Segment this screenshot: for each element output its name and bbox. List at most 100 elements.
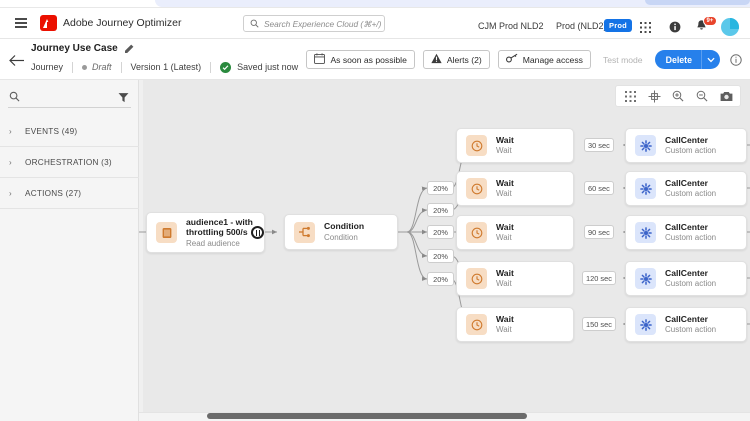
sidebar-item-actions[interactable]: › ACTIONS (27) <box>0 178 139 209</box>
manage-access-label: Manage access <box>522 54 583 65</box>
filter-icon[interactable] <box>118 90 129 108</box>
screenshot-camera-icon[interactable] <box>714 86 738 106</box>
custom-action-icon <box>635 222 656 243</box>
node-wait[interactable]: Wait Wait <box>456 171 574 206</box>
node-condition[interactable]: Condition Condition <box>284 214 398 250</box>
node-title: Wait <box>496 267 514 278</box>
node-text: Wait Wait <box>496 222 514 244</box>
journey-canvas[interactable]: audience1 - with throttling 500/s Read a… <box>139 80 750 421</box>
node-wait[interactable]: Wait Wait <box>456 215 574 250</box>
sidebar-item-events[interactable]: › EVENTS (49) <box>0 116 139 147</box>
branch-percent-label: 20% <box>427 249 454 263</box>
node-title: audience1 - with throttling 500/s <box>186 216 253 238</box>
node-title: Wait <box>496 134 514 145</box>
journey-type: Journey <box>31 62 64 72</box>
clock-icon <box>466 178 487 199</box>
node-subtitle: Read audience <box>186 238 240 248</box>
canvas-left-edge <box>139 80 143 421</box>
journey-version: Version 1 (Latest) <box>130 62 202 72</box>
env-chip: Prod <box>604 19 632 32</box>
node-subtitle: Custom action <box>665 146 717 156</box>
delete-button[interactable]: Delete <box>654 50 701 69</box>
meta-divider <box>120 61 122 73</box>
pencil-edit-icon[interactable] <box>124 44 134 54</box>
sidebar-item-orchestration[interactable]: › ORCHESTRATION (3) <box>0 147 139 178</box>
search-icon <box>250 15 259 33</box>
wait-duration-label: 90 sec <box>584 225 614 239</box>
browser-chrome-divider <box>0 7 750 8</box>
test-mode-label: Test mode <box>602 54 643 65</box>
clock-icon <box>466 314 487 335</box>
node-title: CallCenter <box>665 134 708 145</box>
zoom-in-icon[interactable] <box>666 86 690 106</box>
node-custom-action[interactable]: CallCenter Custom action <box>625 307 747 342</box>
sandbox-selector[interactable]: Prod (NLD2) <box>556 21 607 31</box>
search-input[interactable]: Search Experience Cloud (⌘+/) <box>243 15 385 32</box>
search-placeholder: Search Experience Cloud (⌘+/) <box>264 18 382 29</box>
wait-duration-label: 30 sec <box>584 138 614 152</box>
node-text: CallCenter Custom action <box>665 222 716 244</box>
user-avatar[interactable] <box>721 18 739 36</box>
back-arrow-icon[interactable] <box>8 51 26 69</box>
node-custom-action[interactable]: CallCenter Custom action <box>625 128 747 163</box>
search-icon <box>9 89 20 107</box>
chevron-right-icon: › <box>9 157 12 167</box>
node-wait[interactable]: Wait Wait <box>456 307 574 342</box>
fit-to-screen-crosshair-icon[interactable] <box>642 86 666 106</box>
manage-access-button[interactable]: Manage access <box>497 50 591 69</box>
journey-actions: As soon as possible Alerts (2) Manage ac… <box>306 50 742 69</box>
canvas-toolbar <box>615 85 741 107</box>
canvas-horizontal-scrollbar[interactable] <box>139 412 750 421</box>
node-title: Wait <box>496 313 514 324</box>
browser-chrome-remnant-right <box>645 0 750 5</box>
notifications-bell-icon[interactable]: 9+ <box>695 16 717 37</box>
node-title: CallCenter <box>665 177 708 188</box>
activity-palette: › EVENTS (49) › ORCHESTRATION (3) › ACTI… <box>0 80 139 421</box>
saved-check-icon <box>220 61 232 73</box>
chevron-right-icon: › <box>9 126 12 136</box>
apps-grid-icon[interactable] <box>640 20 651 38</box>
page-title: Journey Use Case <box>31 43 118 54</box>
info-circle-icon[interactable] <box>730 53 742 66</box>
help-icon[interactable] <box>669 20 681 38</box>
node-subtitle: Condition <box>324 232 358 242</box>
throttling-icon <box>251 226 264 239</box>
zoom-out-icon[interactable] <box>690 86 714 106</box>
org-selector[interactable]: CJM Prod NLD2 <box>478 21 544 31</box>
branch-percent-label: 20% <box>427 272 454 286</box>
node-text: Wait Wait <box>496 314 514 336</box>
warning-triangle-icon <box>431 53 442 66</box>
clock-icon <box>466 135 487 156</box>
status-badge: Draft <box>92 62 112 72</box>
custom-action-icon <box>635 135 656 156</box>
hamburger-icon[interactable] <box>6 18 36 28</box>
schedule-button[interactable]: As soon as possible <box>306 50 415 69</box>
clock-icon <box>466 268 487 289</box>
calendar-icon <box>314 53 326 66</box>
node-custom-action[interactable]: CallCenter Custom action <box>625 215 747 250</box>
node-wait[interactable]: Wait Wait <box>456 128 574 163</box>
node-title: Wait <box>496 177 514 188</box>
node-custom-action[interactable]: CallCenter Custom action <box>625 171 747 206</box>
read-audience-icon <box>156 222 177 243</box>
node-custom-action[interactable]: CallCenter Custom action <box>625 261 747 296</box>
journey-subheader: Journey Use Case Journey Draft Version 1… <box>0 39 750 80</box>
node-subtitle: Wait <box>496 233 512 243</box>
test-mode-button: Test mode <box>598 50 647 69</box>
node-wait[interactable]: Wait Wait <box>456 261 574 296</box>
node-read-audience[interactable]: audience1 - with throttling 500/s Read a… <box>146 212 265 253</box>
node-subtitle: Custom action <box>665 189 717 199</box>
scrollbar-thumb[interactable] <box>207 413 527 419</box>
wait-duration-label: 120 sec <box>582 271 616 285</box>
grid-dots-icon[interactable] <box>618 86 642 106</box>
chevron-down-icon[interactable] <box>701 50 720 69</box>
chevron-right-icon: › <box>9 188 12 198</box>
palette-search-input[interactable] <box>8 88 131 108</box>
sidebar-item-label: ACTIONS (27) <box>25 188 82 198</box>
alerts-button[interactable]: Alerts (2) <box>422 50 490 69</box>
delete-split-button: Delete <box>654 50 720 69</box>
node-title: CallCenter <box>665 313 708 324</box>
adobe-logo-icon <box>40 15 57 31</box>
node-subtitle: Custom action <box>665 325 717 335</box>
